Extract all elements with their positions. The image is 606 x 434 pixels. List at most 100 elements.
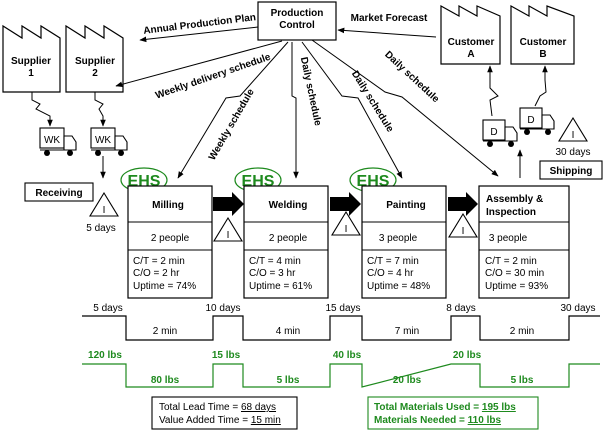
process-box-painting: Painting 3 people C/T = 7 min C/O = 4 hr… xyxy=(361,185,447,299)
material-waiting-milling-welding: 15 lbs xyxy=(212,350,241,361)
information-flows xyxy=(115,26,499,179)
process-time-assembly: 2 min xyxy=(510,326,534,337)
supplier-1-label-line2: 1 xyxy=(28,68,34,79)
process-box-assembly: Assembly & Inspection 3 people C/T = 2 m… xyxy=(478,185,570,299)
truck-2-icon: WK xyxy=(90,127,128,156)
customer-a-link-arrow xyxy=(487,65,499,117)
wait-days-shipping: 30 days xyxy=(560,303,595,314)
wait-days-receiving: 5 days xyxy=(93,303,122,314)
inventory-symbol: I xyxy=(462,226,465,237)
truck-3-label: D xyxy=(490,127,497,138)
receiving-days: 5 days xyxy=(86,223,115,234)
lead-time-ladder xyxy=(82,315,600,341)
process-box-welding: Welding 2 people C/T = 4 min C/O = 3 hr … xyxy=(243,185,329,299)
inventory-triangle-icon: I xyxy=(213,216,243,242)
lead-time-value: 68 days xyxy=(241,402,276,413)
process-name-assembly-line1: Assembly & xyxy=(486,194,543,205)
push-arrow-icon xyxy=(330,192,361,216)
supplier-2-factory-icon: Supplier 2 xyxy=(65,24,124,93)
process-people-assembly: 3 people xyxy=(489,233,528,244)
supplier-2-link-arrow xyxy=(94,92,106,127)
material-in-process-painting: 20 lbs xyxy=(393,375,422,386)
customer-b-factory-icon: Customer B xyxy=(510,4,575,65)
inventory-symbol: I xyxy=(345,224,348,235)
materials-used-label: Total Materials Used = xyxy=(374,402,482,413)
receiving-inventory-triangle-icon: I xyxy=(89,191,119,217)
inventory-symbol: I xyxy=(227,230,230,241)
receiving-inventory-symbol: I xyxy=(103,205,106,216)
process-name-assembly-line2: Inspection xyxy=(486,207,536,218)
weekly-delivery-arrow xyxy=(115,40,283,88)
process-people-painting: 3 people xyxy=(379,233,418,244)
material-waiting-welding-painting: 40 lbs xyxy=(333,350,362,361)
customer-b-label-line1: Customer xyxy=(520,37,567,48)
receiving-box: Receiving xyxy=(24,182,94,202)
truck-3-icon: D xyxy=(482,119,518,147)
process-co-painting: C/O = 4 hr xyxy=(367,268,414,279)
value-added-value: 15 min xyxy=(251,415,281,426)
materials-ladder xyxy=(82,363,600,388)
daily-schedule-welding-arrow xyxy=(291,42,299,179)
production-control-label-line1: Production xyxy=(271,8,324,19)
process-box-milling: Milling 2 people C/T = 2 min C/O = 2 hr … xyxy=(127,185,213,299)
process-uptime-welding: Uptime = 61% xyxy=(249,281,312,292)
process-name-milling: Milling xyxy=(152,200,184,211)
customer-a-factory-icon: Customer A xyxy=(440,4,501,65)
customer-b-label-line2: B xyxy=(539,49,546,60)
production-control-label-line2: Control xyxy=(279,20,315,31)
process-uptime-milling: Uptime = 74% xyxy=(133,281,196,292)
materials-used-value: 195 lbs xyxy=(482,402,516,413)
lead-time-label: Total Lead Time = xyxy=(159,402,241,413)
shipping-inventory-symbol: I xyxy=(572,130,575,141)
production-control-box: Production Control xyxy=(257,1,337,41)
process-ct-welding: C/T = 4 min xyxy=(249,256,301,267)
wait-days-welding-painting: 15 days xyxy=(325,303,360,314)
supplier-1-factory-icon: Supplier 1 xyxy=(2,24,61,93)
inventory-triangle-icon: I xyxy=(448,212,478,238)
daily-schedule-assembly-arrow xyxy=(311,39,499,177)
process-name-painting: Painting xyxy=(386,200,425,211)
customer-a-label-line1: Customer xyxy=(448,37,495,48)
value-added-row: Value Added Time = 15 min xyxy=(159,415,281,426)
customer-electronic-links xyxy=(487,65,548,117)
material-in-process-welding: 5 lbs xyxy=(277,375,300,386)
shipping-inventory-triangle-icon: I xyxy=(558,116,588,142)
annual-plan-arrow xyxy=(139,26,259,43)
inventory-triangle-icon: I xyxy=(331,210,361,236)
process-ct-assembly: C/T = 2 min xyxy=(485,256,537,267)
materials-needed-value: 110 lbs xyxy=(468,415,502,426)
market-forecast-label: Market Forecast xyxy=(351,13,428,24)
process-people-milling: 2 people xyxy=(151,233,190,244)
truck-1-icon: WK xyxy=(39,127,77,156)
push-arrow-icon xyxy=(213,192,244,216)
process-uptime-painting: Uptime = 48% xyxy=(367,281,430,292)
shipping-days: 30 days xyxy=(555,147,590,158)
truck-4-icon: D xyxy=(519,107,555,135)
value-added-label: Value Added Time = xyxy=(159,415,251,426)
materials-needed-row: Materials Needed = 110 lbs xyxy=(374,415,501,426)
material-in-process-assembly: 5 lbs xyxy=(511,375,534,386)
daily-schedule-painting-arrow xyxy=(301,41,403,179)
truck-4-label: D xyxy=(527,115,534,126)
market-forecast-arrow xyxy=(337,27,437,38)
supplier-1-link-arrow xyxy=(31,92,53,127)
process-name-welding: Welding xyxy=(269,200,308,211)
process-time-painting: 7 min xyxy=(395,326,419,337)
shipping-box: Shipping xyxy=(539,160,603,180)
process-co-assembly: C/O = 30 min xyxy=(485,268,544,279)
materials-needed-label: Materials Needed = xyxy=(374,415,468,426)
wait-days-milling-welding: 10 days xyxy=(205,303,240,314)
process-ct-painting: C/T = 7 min xyxy=(367,256,419,267)
push-arrow-icon xyxy=(448,192,478,216)
weekly-schedule-arrow xyxy=(177,41,289,179)
truck-1-label: WK xyxy=(44,135,60,146)
daily-schedule-label-welding: Daily schedule xyxy=(298,56,323,127)
material-waiting-painting-assembly: 20 lbs xyxy=(453,350,482,361)
supplier-1-label-line1: Supplier xyxy=(11,56,51,67)
lead-time-row: Total Lead Time = 68 days xyxy=(159,402,276,413)
lead-time-summary-box: Total Lead Time = 68 days Value Added Ti… xyxy=(151,396,298,430)
supplier-electronic-links xyxy=(31,92,106,127)
material-waiting-receiving: 120 lbs xyxy=(88,350,122,361)
wait-days-painting-assembly: 8 days xyxy=(446,303,475,314)
